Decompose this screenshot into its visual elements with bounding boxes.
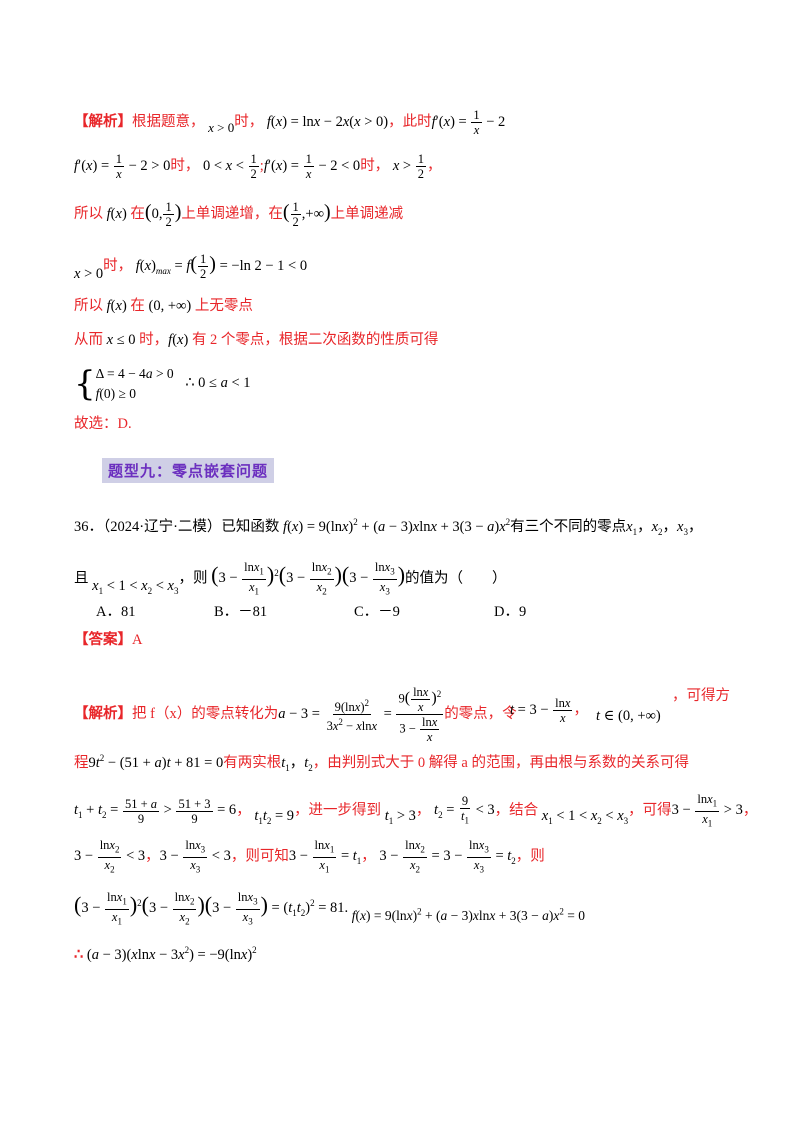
sol2-therefore: (a − 3)(xlnx − 3x2) = −9(lnx)2 bbox=[86, 945, 257, 963]
problem-source: （2024·辽宁·二模）已知函数 bbox=[103, 518, 280, 535]
sol2-gt3: t1 > 3 bbox=[384, 808, 416, 827]
solution2-line2: 程9t2 − (51 + a)t + 81 = 0有两实根t1，t2，由判别式大… bbox=[74, 753, 689, 773]
time-text: 时， bbox=[234, 113, 264, 130]
math-x-pos: x > 0 bbox=[208, 119, 235, 135]
sol2-text-2: 的零点，令 bbox=[444, 705, 517, 722]
and-text: 且 bbox=[74, 570, 89, 587]
solution1-answer: 故选：D. bbox=[74, 416, 132, 432]
sys-eq-1: Δ = 4 − 4a > 0 bbox=[95, 366, 174, 381]
sol2-text-5: 有两实根 bbox=[223, 754, 282, 771]
sol2-text-9: ，可得 bbox=[628, 802, 672, 819]
answer-value: A bbox=[132, 632, 143, 648]
sol2-text-1: 把 f（x）的零点转化为 bbox=[132, 705, 279, 722]
ask-text: 的值为（ ） bbox=[405, 570, 507, 587]
math-func: f(x) = lnx − 2x(x > 0) bbox=[266, 113, 389, 130]
sys-result: ∴ 0 ≤ a < 1 bbox=[185, 375, 251, 392]
option-c[interactable]: C．－9 bbox=[354, 604, 400, 620]
sol2-text-11: ，则 bbox=[515, 848, 545, 865]
time-text-3: 时， bbox=[360, 157, 390, 174]
option-a[interactable]: A．81 bbox=[96, 604, 136, 620]
sol2-order: x1 < 1 < x2 < x3 bbox=[541, 808, 629, 827]
time-text-2: 时， bbox=[170, 157, 200, 174]
problem36-line1: 36．（2024·辽宁·二模）已知函数 f(x) = 9(lnx)2 + (a … bbox=[74, 517, 703, 537]
problem-order: x1 < 1 < x2 < x3 bbox=[92, 578, 179, 597]
analysis-tag-2: 【解析】 bbox=[74, 705, 132, 722]
comma-text: ， bbox=[573, 701, 588, 718]
solution2-line6: ∴ (a − 3)(xlnx − 3x2) = −9(lnx)2 bbox=[74, 945, 257, 963]
sol2-text-3: ，可得方 bbox=[672, 688, 730, 704]
sys-eq-2: f(0) ≥ 0 bbox=[95, 386, 137, 401]
option-b[interactable]: B．－81 bbox=[214, 604, 268, 620]
answer-tag: 【答案】 bbox=[74, 632, 132, 648]
then-text-2: ，则 bbox=[178, 570, 208, 587]
sol2-prod: t1t2 = 9 bbox=[254, 808, 295, 827]
sol2-domain: t ∈ (0, +∞) bbox=[596, 708, 661, 724]
intro-text: 根据题意， bbox=[132, 113, 205, 130]
sol2-text-4: 程 bbox=[74, 754, 89, 771]
solution1-line6: 从而 x ≤ 0 时，f(x) 有 2 个零点，根据二次函数的性质可得 bbox=[74, 332, 439, 348]
option-d[interactable]: D．9 bbox=[494, 604, 527, 620]
section-heading: 题型九：零点嵌套问题 bbox=[102, 458, 275, 483]
solution1-line5: 所以 f(x) 在 (0, +∞) 上无零点 bbox=[74, 298, 253, 314]
then-text: ，此时 bbox=[388, 113, 432, 130]
analysis-tag: 【解析】 bbox=[74, 113, 132, 130]
problem-func: f(x) = 9(lnx)2 + (a − 3)xlnx + 3(3 − a)x… bbox=[283, 517, 511, 535]
sol2-text-10: ，则可知 bbox=[230, 848, 289, 865]
options-row: A．81 B．－81 C．－9 D．9 bbox=[96, 602, 574, 622]
solution1-line1: 【解析】根据题意， x > 0时， f(x) = lnx − 2x(x > 0)… bbox=[74, 108, 505, 138]
sol2-text-6: ，由判别式大于 0 解得 a 的范围，再由根与系数的关系可得 bbox=[312, 754, 689, 771]
sol2-text-7: ，进一步得到 bbox=[294, 802, 382, 819]
answer-line: 【答案】A bbox=[74, 630, 142, 650]
sol2-func-again: f(x) = 9(lnx)2 + (a − 3)xlnx + 3(3 − a)x… bbox=[351, 906, 585, 924]
problem-number: 36． bbox=[74, 518, 103, 535]
problem-rest: 有三个不同的零点 bbox=[510, 518, 627, 535]
sol2-text-8: ，结合 bbox=[494, 802, 539, 819]
sol2-quad: 9t2 − (51 + a)t + 81 = 0 bbox=[88, 753, 224, 771]
